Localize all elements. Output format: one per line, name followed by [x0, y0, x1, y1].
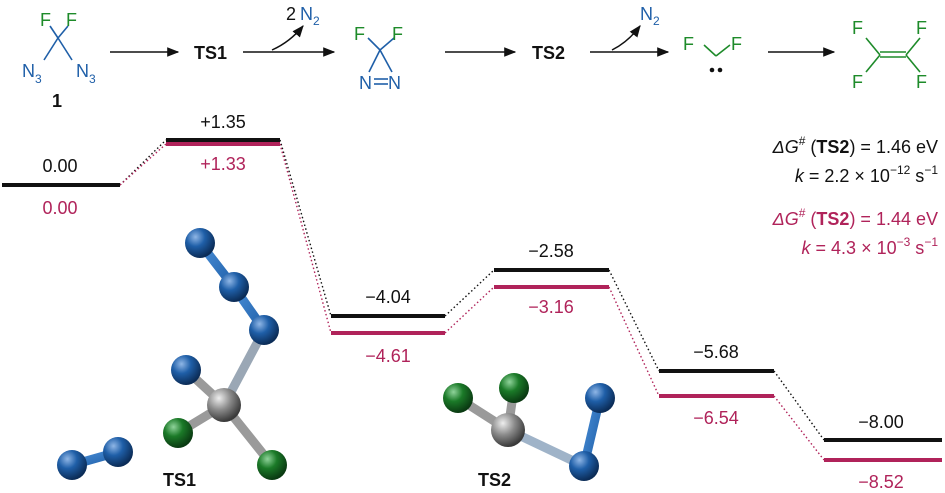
label-diazirine-magenta: −4.61: [365, 346, 411, 366]
difluorocarbene: F F: [683, 34, 742, 73]
tfe-f2: F: [852, 72, 863, 92]
energy-levels: [2, 138, 942, 462]
label-diazirine-black: −4.04: [365, 287, 411, 307]
compound1-n3-left: N: [22, 61, 35, 81]
ts1-n-atom: [171, 355, 201, 385]
n2-release-arrow-1: [271, 25, 304, 51]
dg-magenta: ΔG# (TS2) = 1.44 eV: [772, 206, 938, 229]
tfe-f3: F: [916, 18, 927, 38]
ts2-n-atom: [569, 451, 599, 481]
ts2-f-atom: [443, 383, 473, 413]
n2-release-arrow-2: [611, 25, 641, 51]
energy-labels: 0.00 0.00 +1.35 +1.33 −4.04 −4.61 −2.58 …: [42, 112, 903, 492]
k-magenta: k = 4.3 × 10−3 s−1: [802, 235, 939, 258]
ts1-n-atom: [185, 228, 215, 258]
k-black: k = 2.2 × 10−12 s−1: [795, 163, 938, 186]
n2-n-atom: [103, 437, 133, 467]
ts2-c-atom: [491, 413, 525, 447]
annotation-black: ΔG# (TS2) = 1.46 eV k = 2.2 × 10−12 s−1: [772, 134, 939, 186]
label-reactant-magenta: 0.00: [42, 198, 77, 218]
ts1-c-atom: [207, 388, 241, 422]
carbene-f1: F: [683, 34, 694, 54]
ts1-structure: TS1: [57, 228, 287, 490]
ts2-structure: TS2: [443, 373, 615, 490]
annotation-magenta: ΔG# (TS2) = 1.44 eV k = 4.3 × 10−3 s−1: [772, 206, 939, 258]
diazirine-f1: F: [354, 24, 365, 44]
compound-number: 1: [52, 91, 62, 111]
ts1-f-atom: [163, 418, 193, 448]
compound1-f2: F: [66, 10, 77, 30]
scheme-ts2: TS2: [532, 43, 565, 63]
compound-1: F F N 3 N 3 1: [22, 10, 96, 111]
tfe-f1: F: [852, 18, 863, 38]
label-ts2-magenta: −3.16: [528, 297, 574, 317]
carbene-f2: F: [731, 34, 742, 54]
label-ts1-black: +1.35: [200, 112, 246, 132]
dg-black: ΔG# (TS2) = 1.46 eV: [772, 134, 938, 157]
diazirine: F F N N: [354, 24, 403, 93]
compound1-n3-right: N: [76, 61, 89, 81]
ts2-n-atom: [585, 383, 615, 413]
energy-connectors: [119, 139, 825, 461]
label-product-black: −8.00: [858, 412, 904, 432]
tetrafluoroethylene: F F F F: [852, 18, 927, 92]
label-product-magenta: −8.52: [858, 472, 904, 492]
scheme-ts1: TS1: [194, 43, 227, 63]
ts1-n-atom: [219, 272, 249, 302]
ts2-f-atom: [499, 373, 529, 403]
ts1-structure-label: TS1: [163, 470, 196, 490]
ts2-structure-label: TS2: [478, 470, 511, 490]
carbene-lone-pair-dot: [717, 67, 723, 73]
label-ts2-black: −2.58: [528, 241, 574, 261]
label-reactant-black: 0.00: [42, 156, 77, 176]
n2-release-2: N2: [640, 4, 660, 28]
tfe-f4: F: [916, 72, 927, 92]
carbene-lone-pair-dot: [709, 67, 715, 73]
label-carbene-black: −5.68: [693, 342, 739, 362]
compound1-n3-right-sub: 3: [89, 72, 96, 86]
ts1-f-atom: [257, 450, 287, 480]
diazirine-n2: N: [388, 73, 401, 93]
label-ts1-magenta: +1.33: [200, 154, 246, 174]
compound1-f1: F: [40, 10, 51, 30]
n2-n-atom: [57, 450, 87, 480]
ts1-n-atom: [249, 315, 279, 345]
label-carbene-magenta: −6.54: [693, 408, 739, 428]
compound1-n3-left-sub: 3: [35, 72, 42, 86]
diazirine-n1: N: [359, 73, 372, 93]
diazirine-f2: F: [392, 24, 403, 44]
